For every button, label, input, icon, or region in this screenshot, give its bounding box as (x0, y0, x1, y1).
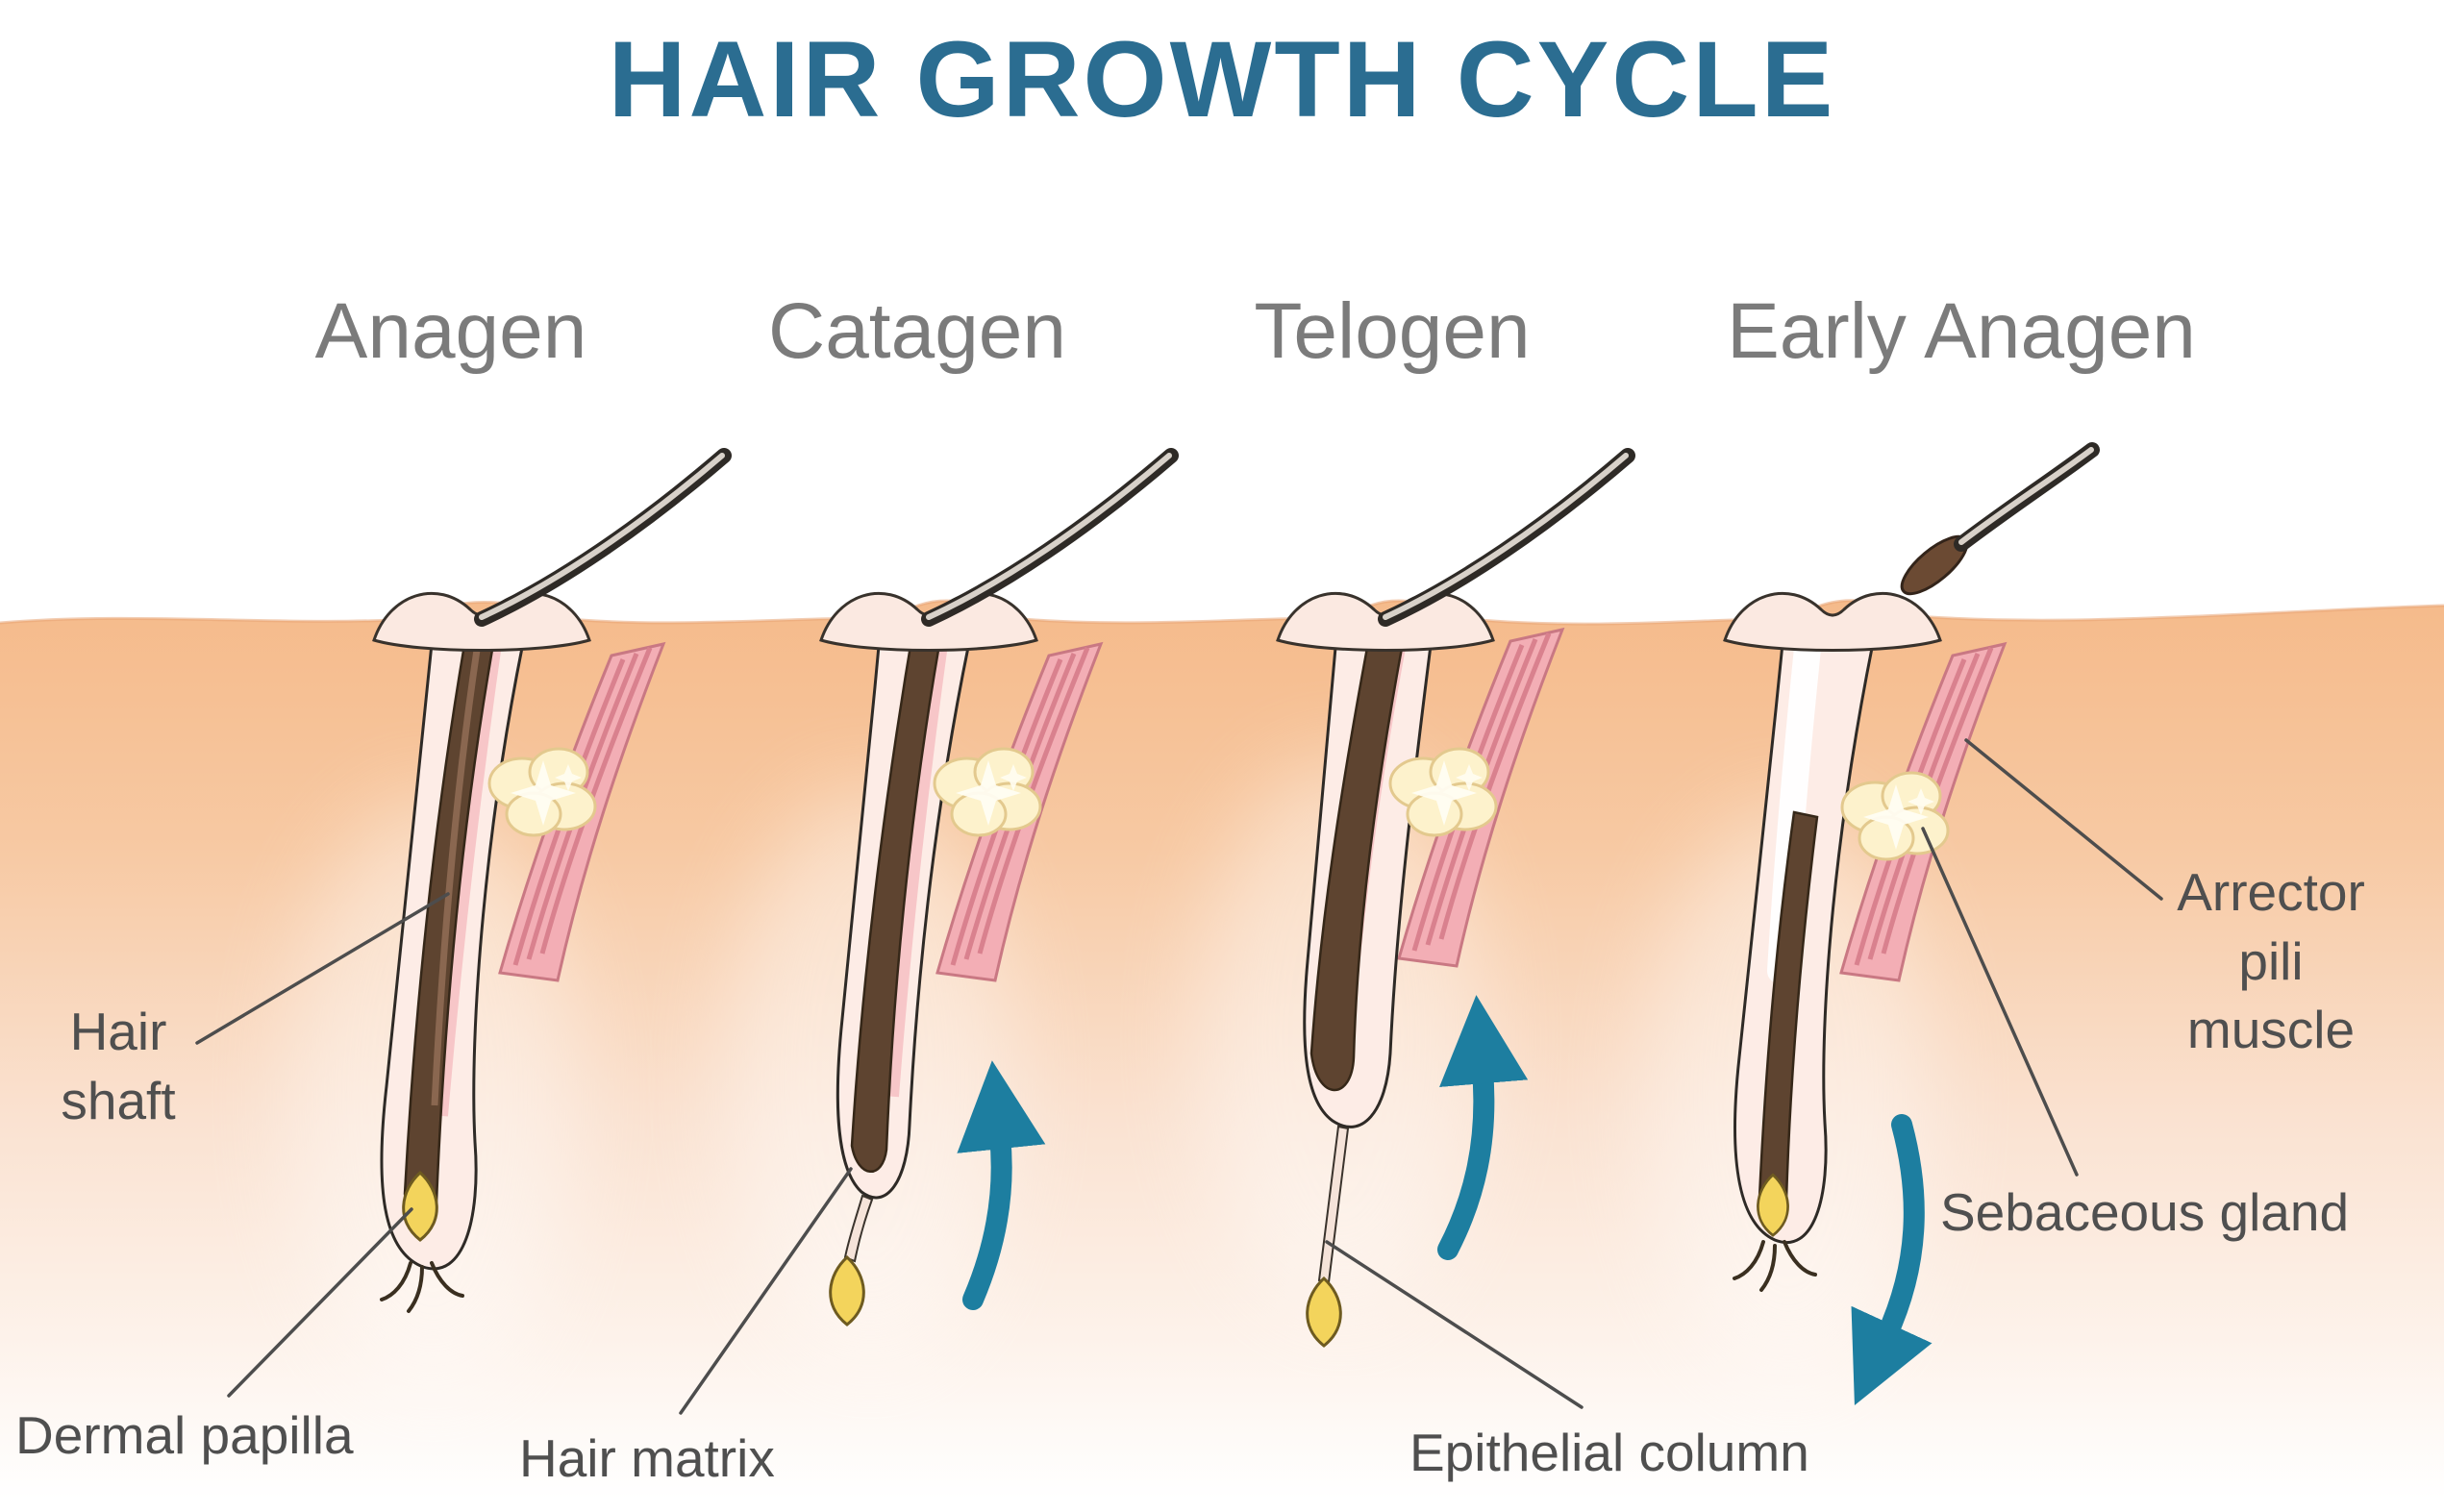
hair-above-skin (482, 456, 724, 619)
follicle-catagen (819, 456, 1171, 1326)
follicle-telogen (1276, 456, 1628, 1348)
shed-club-hair (1900, 442, 2100, 596)
leader-line-sebaceous-gland (1921, 827, 2079, 1177)
leader-line-arrector-pili (1964, 738, 2163, 901)
follicle-early-anagen (1723, 442, 2100, 1405)
hair-shaft (850, 615, 946, 1173)
annotation-arrector-pili-muscle: Arrector pili muscle (2177, 862, 2365, 1059)
annotation-hair-shaft: Hair shaft (61, 1002, 176, 1130)
skin-layer (0, 599, 2444, 1512)
leader-line-dermal-papilla (227, 1207, 413, 1398)
annotation-dermal-papilla: Dermal papilla (15, 1405, 354, 1465)
page-title: HAIR GROWTH CYCLE (608, 19, 1836, 139)
follicle-anagen (372, 456, 724, 1313)
down-arrow-icon (1851, 1114, 1933, 1405)
stage-label-catagen: Catagen (767, 287, 1067, 375)
club-hair (1309, 615, 1409, 1092)
up-arrow-icon (1437, 995, 1529, 1260)
up-arrow-icon (957, 1060, 1046, 1310)
stage-label-early-anagen: Early Anagen (1727, 287, 2196, 375)
hair-shaft-highlight (431, 624, 485, 1106)
leader-line-hair-matrix (679, 1167, 853, 1415)
leader-line-hair-shaft (195, 892, 450, 1045)
stage-label-telogen: Telogen (1254, 287, 1531, 375)
leader-lines (195, 738, 2163, 1415)
stage-label-anagen: Anagen (314, 287, 587, 375)
skin-surface-line (0, 599, 2444, 626)
annotation-sebaceous-gland: Sebaceous gland (1940, 1182, 2350, 1242)
leader-line-epithelial-column (1325, 1240, 1584, 1409)
hair-above-skin (1385, 456, 1628, 619)
regressing-strand (843, 1194, 874, 1263)
hair-above-skin (929, 456, 1171, 619)
annotation-epithelial-column: Epithelial column (1409, 1423, 1809, 1482)
annotation-hair-matrix: Hair matrix (519, 1428, 775, 1488)
